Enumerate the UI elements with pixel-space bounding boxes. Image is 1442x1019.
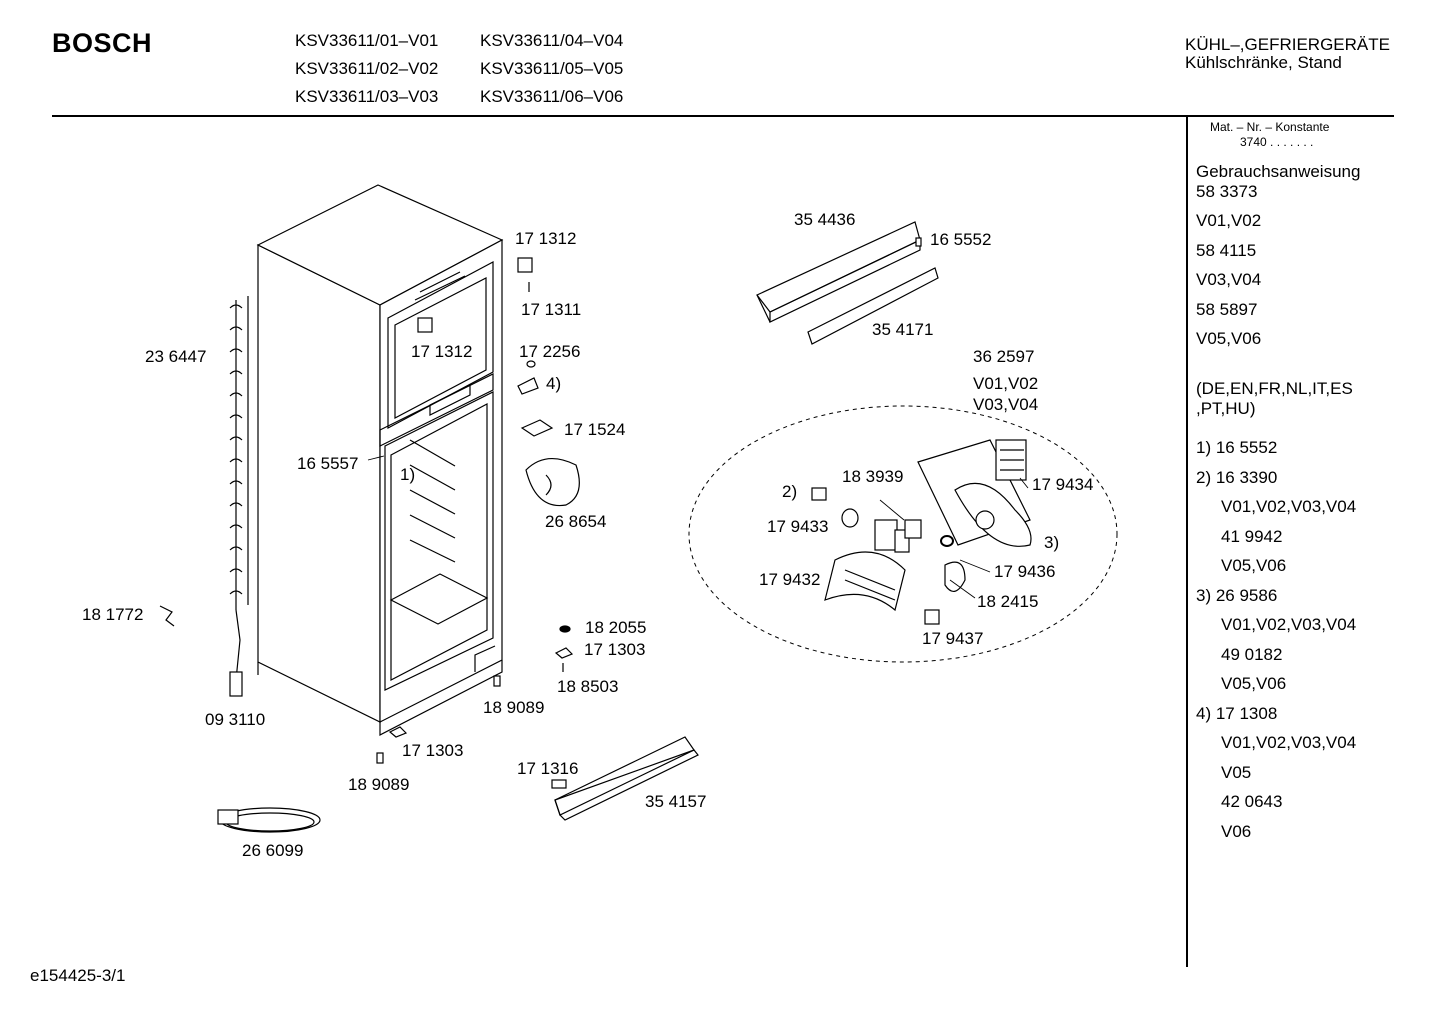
header-divider: [52, 115, 1394, 117]
sidebar-line: 2) 16 3390: [1196, 468, 1278, 487]
sidebar-line: 1) 16 5552: [1196, 438, 1278, 457]
category-title: KÜHL–,GEFRIERGERÄTE: [1185, 35, 1390, 54]
sidebar-line: 49 0182: [1221, 645, 1283, 664]
sidebar-line: 58 3373: [1196, 182, 1258, 201]
part-label: 17 1316: [517, 759, 579, 778]
model-number: KSV33611/03–V03: [295, 87, 439, 106]
model-number: KSV33611/01–V01: [295, 31, 439, 50]
sidebar-line: 41 9942: [1221, 527, 1283, 546]
lamp-assembly-drawing: [811, 439, 1032, 625]
part-label: 23 6447: [145, 347, 207, 366]
cabinet-drawing: [256, 184, 504, 736]
sidebar-line: V05,V06: [1196, 329, 1262, 348]
part-label: 35 4157: [645, 792, 707, 811]
mat-nr-value: 3740 . . . . . . .: [1240, 135, 1314, 149]
part-label: 17 1303: [402, 741, 464, 760]
sidebar-divider: [1186, 117, 1188, 967]
sidebar-line: V01,V02,V03,V04: [1221, 497, 1357, 516]
sidebar-line: (DE,EN,FR,NL,IT,ES: [1196, 379, 1353, 398]
power-cable-drawing: [217, 807, 321, 833]
part-label: 36 2597: [973, 347, 1035, 366]
sidebar-line: 58 5897: [1196, 300, 1258, 319]
model-number: KSV33611/05–V05: [480, 59, 624, 78]
part-label: 26 8654: [545, 512, 607, 531]
part-label: 17 1524: [564, 420, 626, 439]
mat-nr-header: Mat. – Nr. – Konstante: [1210, 120, 1330, 134]
drawing-code: e154425-3/1: [30, 966, 126, 985]
part-label: 18 9089: [483, 698, 545, 717]
sidebar-line: V05: [1221, 763, 1252, 782]
part-label: 17 1312: [515, 229, 577, 248]
part-label: 17 9437: [922, 629, 984, 648]
part-label: 18 1772: [82, 605, 144, 624]
model-number: KSV33611/04–V04: [480, 31, 624, 50]
sidebar-line: V05,V06: [1221, 556, 1287, 575]
condenser-drawing: [229, 296, 249, 697]
part-label: 3): [1044, 533, 1060, 552]
part-label: 16 5552: [930, 230, 992, 249]
model-number: KSV33611/06–V06: [480, 87, 624, 106]
part-label: 4): [546, 374, 562, 393]
sidebar-line: 4) 17 1308: [1196, 704, 1278, 723]
part-label: 17 1312: [411, 342, 473, 361]
part-label: 2): [782, 482, 798, 501]
part-label: 18 2055: [585, 618, 647, 637]
leader-lines: [367, 455, 1029, 599]
sidebar-line: 3) 26 9586: [1196, 586, 1278, 605]
sidebar-line: V01,V02,V03,V04: [1221, 615, 1357, 634]
part-label: 18 9089: [348, 775, 410, 794]
part-label: V01,V02: [973, 374, 1039, 393]
part-label: 18 8503: [557, 677, 619, 696]
small-parts-drawing: [159, 257, 699, 821]
part-label: V03,V04: [973, 395, 1039, 414]
sidebar-line: V03,V04: [1196, 270, 1262, 289]
sidebar-line: V05,V06: [1221, 674, 1287, 693]
sidebar-line: V01,V02: [1196, 211, 1262, 230]
sidebar-line: V01,V02,V03,V04: [1221, 733, 1357, 752]
part-label: 17 9433: [767, 517, 829, 536]
sidebar-line: 42 0643: [1221, 792, 1283, 811]
part-label: 17 9436: [994, 562, 1056, 581]
part-label: 17 9434: [1032, 475, 1094, 494]
part-label: 17 1311: [521, 300, 582, 319]
part-label: 16 5557: [297, 454, 359, 473]
sidebar-line: V06: [1221, 822, 1252, 841]
sidebar-line: ,PT,HU): [1196, 399, 1256, 418]
part-label: 17 2256: [519, 342, 581, 361]
part-label: 17 9432: [759, 570, 821, 589]
sidebar-line: 58 4115: [1196, 241, 1257, 260]
brand-logo: BOSCH: [52, 28, 153, 58]
sidebar-line: Gebrauchsanweisung: [1196, 162, 1361, 181]
model-number: KSV33611/02–V02: [295, 59, 439, 78]
part-label: 17 1303: [584, 640, 646, 659]
part-label: 09 3110: [205, 710, 266, 729]
part-label: 18 2415: [977, 592, 1039, 611]
control-panel-drawing: [756, 221, 939, 345]
part-label: 35 4171: [872, 320, 934, 339]
part-label: 1): [400, 465, 416, 484]
category-subtitle: Kühlschränke, Stand: [1185, 53, 1342, 72]
part-label: 26 6099: [242, 841, 304, 860]
part-label: 18 3939: [842, 467, 904, 486]
part-label: 35 4436: [794, 210, 856, 229]
